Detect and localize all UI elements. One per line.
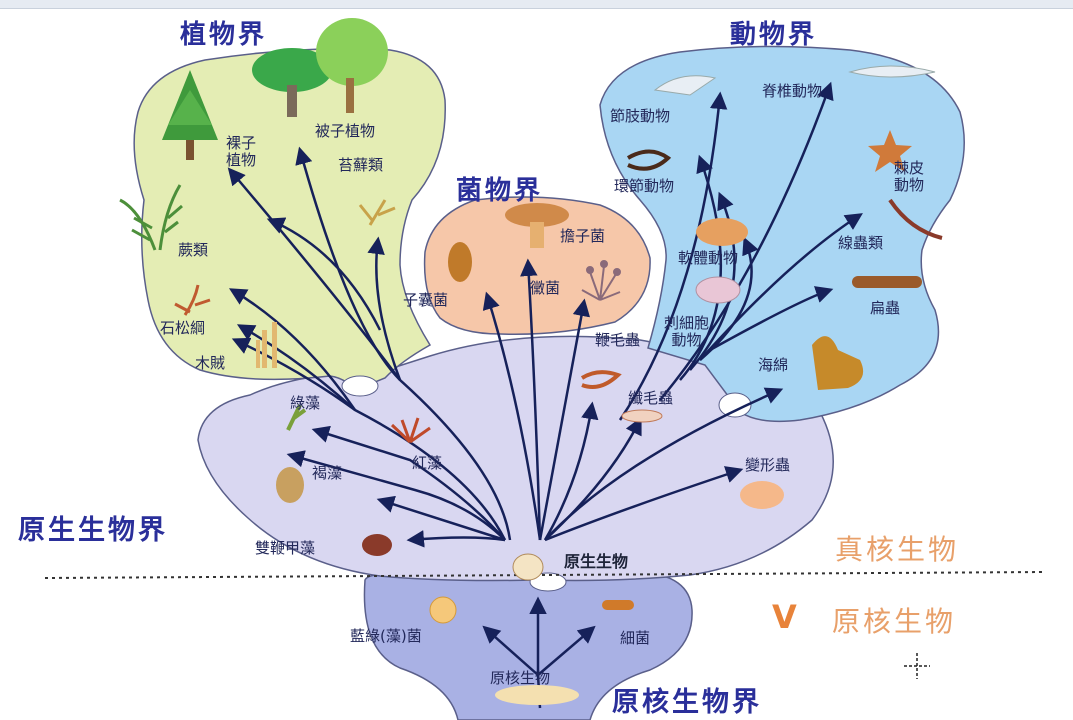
animal-kingdom-title: 動物界 [730,20,818,50]
ciliate-label: 纖毛蟲 [628,389,674,407]
annelid-label: 環節動物 [614,177,675,195]
monera-kingdom-title: 原核生物界 [612,687,762,718]
mold-label: 黴菌 [530,279,561,297]
bird-illustration [653,75,717,96]
gymnosperm-label: 裸子 植物 [226,134,257,169]
dinoflagellate-illustration [362,534,392,556]
flatworm-illustration [852,276,922,288]
starfish-illustration [868,130,912,172]
fish-illustration [848,65,936,78]
green-algae-label: 綠藻 [290,394,321,412]
broadleaf-tree-illustration [252,18,388,117]
bacteria-illustration [602,600,634,610]
moss-label: 苔蘚類 [338,156,384,174]
fern-label: 蕨類 [178,241,209,259]
amoeba-illustration [740,481,784,509]
lycopod-label: 石松綱 [160,319,206,337]
amoeba-label: 變形蟲 [745,456,791,474]
protist-root-cell [512,553,544,581]
angiosperm-label: 被子植物 [315,122,376,140]
eukaryote-label: 真核生物 [835,533,960,566]
arthropod-label: 節肢動物 [610,107,671,125]
window-top-edge [0,0,1073,9]
fern-illustration [119,184,183,251]
flatworm-label: 扁蟲 [870,299,901,317]
moss-illustration [358,199,396,226]
cyanobacteria-illustration [429,596,457,624]
ascomycete-label: 子囊菌 [403,291,449,309]
horsetail-illustration [256,322,277,368]
dinoflagellate-label: 雙鞭甲藻 [255,539,316,557]
cyanobacteria-label: 藍綠(藻)菌 [350,627,422,645]
eukaryote-prokaryote-divider [44,571,1046,579]
evolution-arrows [227,81,863,709]
sponge-illustration [812,336,864,390]
mold-illustration [581,260,621,301]
jellyfish-illustration [695,276,741,304]
protist-kingdom-title: 原生生物界 [18,515,168,546]
plant-kingdom-title: 植物界 [180,20,268,50]
prokaryote-root-cell [495,685,579,705]
prokaryote-label: 原核生物 [832,605,957,638]
green-algae-illustration [286,404,307,431]
mushroom-cap [505,203,569,227]
conifer-illustration [162,70,218,160]
red-algae-illustration [390,417,431,444]
brown-algae-label: 褐藻 [312,464,343,482]
vertebrate-label: 脊椎動物 [762,82,823,100]
fungi-kingdom-title: 菌物界 [456,176,544,206]
nematode-label: 線蟲類 [838,234,884,252]
echinoderm-label: 棘皮 動物 [894,159,925,194]
morel-illustration [448,242,472,282]
horsetail-label: 木賊 [195,354,226,372]
brown-algae-illustration [276,467,304,503]
prokaryote-root-label: 原核生物 [490,669,551,687]
ciliate-illustration [621,409,663,423]
protist-region [197,335,834,582]
flagellate-illustration [580,370,622,389]
protist-root-label: 原生生物 [564,552,629,571]
lycopod-illustration [174,284,211,316]
crosshair-icon [904,653,930,679]
basidio-label: 擔子菌 [560,227,606,245]
flagellate-label: 鞭毛蟲 [595,331,641,349]
bacteria-label: 細菌 [620,629,651,647]
mollusk-label: 軟體動物 [678,249,739,267]
sponge-label: 海綿 [758,356,789,374]
mushroom-stem [530,222,544,248]
animal-region [599,45,965,423]
earthworm-illustration [626,149,672,171]
check-mark: V [772,598,800,636]
nematode-illustration [888,198,943,240]
cnidarian-label: 刺細胞 動物 [664,314,710,349]
snail-illustration [696,218,748,246]
red-algae-label: 紅藻 [412,454,443,472]
